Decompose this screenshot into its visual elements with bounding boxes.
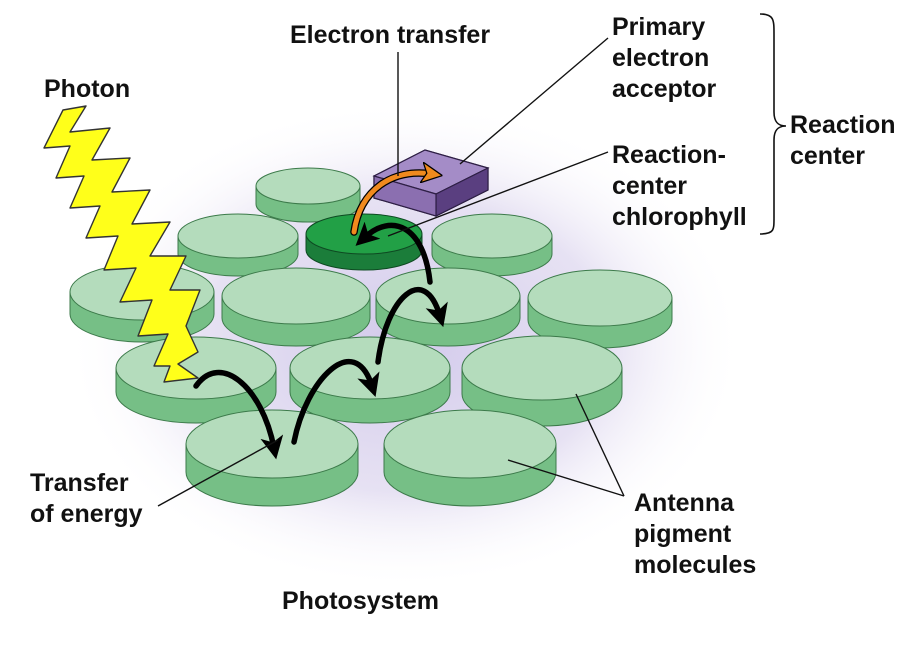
reaction-center-chlorophyll-label: Reaction- center chlorophyll (612, 140, 747, 233)
electron-transfer-label: Electron transfer (290, 21, 491, 49)
energy-transfer-arrow (193, 370, 284, 460)
label-line: center (612, 172, 688, 200)
label-line: Transfer (30, 469, 129, 497)
leader-line (459, 37, 609, 165)
antenna-pigment-disc (221, 267, 371, 347)
antenna-pigment-disc (527, 269, 673, 349)
leader-line (507, 459, 625, 497)
leader-line (387, 151, 609, 237)
reaction-center-label: Reaction center (790, 110, 896, 172)
antenna-pigment-disc (185, 409, 359, 507)
photon-lightning-bolt (43, 105, 201, 383)
primary-electron-acceptor-label: Primary electron acceptor (612, 12, 716, 105)
label-line: molecules (634, 551, 757, 579)
label-line: of energy (30, 500, 143, 528)
antenna-pigment-disc (375, 267, 521, 347)
antenna-pigment-disc (383, 409, 557, 507)
antenna-pigment-disc (431, 213, 553, 277)
antenna-pigment-disc (461, 335, 623, 427)
label-line: Reaction (790, 111, 896, 139)
label-line: Antenna (634, 489, 734, 517)
photosystem-title: Photosystem (282, 587, 439, 615)
reaction-center-bracket (759, 13, 787, 235)
antenna-pigment-molecules-label: Antenna pigment molecules (634, 488, 756, 581)
energy-transfer-arrow (291, 359, 380, 445)
leader-line (575, 393, 625, 497)
label-line: chlorophyll (612, 203, 747, 231)
label-line: acceptor (612, 75, 717, 103)
label-line: Reaction- (612, 141, 726, 169)
antenna-pigment-disc (177, 213, 299, 277)
antenna-pigment-disc (255, 167, 361, 223)
label-line: center (790, 142, 866, 170)
leader-line (157, 439, 279, 507)
transfer-of-energy-label: Transfer of energy (30, 468, 143, 530)
label-line: Primary (612, 13, 706, 41)
label-line: electron (612, 44, 710, 72)
label-line: pigment (634, 520, 732, 548)
photon-label: Photon (44, 75, 131, 103)
reaction-center-chlorophyll-disc (305, 213, 423, 271)
energy-transfer-arrow (375, 287, 448, 365)
